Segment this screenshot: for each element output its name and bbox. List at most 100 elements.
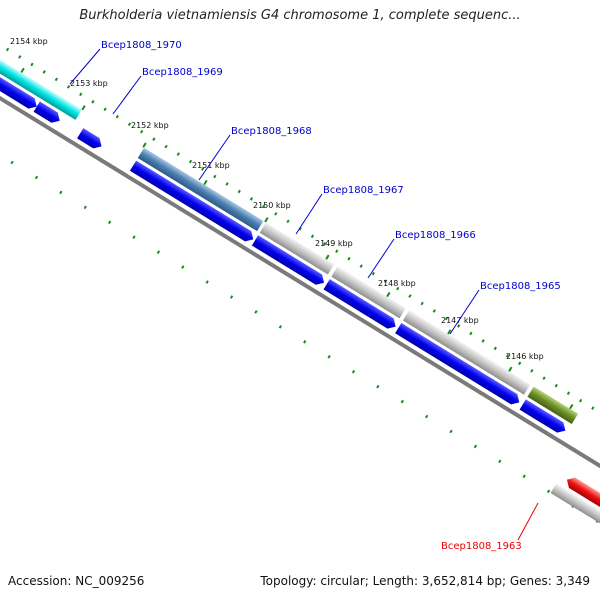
tick-mark-major — [81, 105, 86, 111]
tick-mark-top — [457, 324, 461, 328]
cds-arrow-1965[interactable] — [395, 323, 522, 407]
tick-mark-top — [66, 85, 71, 89]
tick-mark-top — [91, 99, 95, 104]
tick-mark-top — [164, 144, 168, 149]
tick-mark-bottom — [522, 474, 526, 479]
tick-mark-top — [566, 391, 571, 395]
tick-mark-top — [115, 114, 119, 119]
tick-mark-top — [54, 77, 58, 82]
gene-label-1963[interactable]: Bcep1808_1963 — [441, 541, 522, 552]
tick-mark-top — [103, 107, 107, 112]
tick-mark-top — [225, 182, 229, 186]
tick-mark-top — [518, 361, 522, 366]
chromosome-backbone — [0, 73, 600, 474]
scale-label-overlay: 2154 kbp 2153 kbp 2152 kbp 2151 kbp 2150… — [10, 37, 544, 361]
tick-mark-top — [127, 122, 132, 127]
cds-arrow-1968[interactable] — [129, 160, 256, 245]
tick-mark-top — [30, 62, 34, 67]
tick-mark-top — [152, 137, 156, 141]
tick-mark-top — [176, 152, 180, 156]
tick-mark-bottom — [376, 384, 380, 389]
tick-row-bottom — [10, 160, 599, 523]
accession-text: Accession: NC_009256 — [8, 574, 145, 588]
map-title: Burkholderia vietnamiensis G4 chromosome… — [79, 8, 521, 23]
tick-mark-bottom — [229, 295, 234, 299]
feature-bar-1968[interactable] — [137, 147, 264, 232]
tick-mark-major — [569, 403, 574, 410]
tick-mark-top — [383, 279, 388, 283]
feature-bar-1967[interactable] — [259, 222, 335, 275]
tick-mark-top — [493, 346, 497, 351]
leader-line-1963 — [517, 502, 539, 541]
feature-bar-1965[interactable] — [402, 310, 531, 395]
tick-mark-bottom — [156, 250, 161, 254]
gene-label-1970[interactable]: Bcep1808_1970 — [101, 40, 182, 51]
tick-mark-top — [188, 159, 193, 164]
gene-label-1965[interactable]: Bcep1808_1965 — [480, 281, 561, 292]
tick-row-top — [5, 47, 595, 410]
scale-label-2154: 2154 kbp — [10, 37, 48, 46]
tick-mark-bottom — [34, 175, 39, 180]
tick-mark-bottom — [498, 459, 502, 464]
gene-label-1966[interactable]: Bcep1808_1966 — [395, 230, 476, 241]
gene-label-1967[interactable]: Bcep1808_1967 — [323, 185, 404, 196]
tick-mark-top — [579, 398, 583, 403]
gene-label-1969[interactable]: Bcep1808_1969 — [142, 67, 223, 78]
tick-mark-top — [18, 55, 22, 59]
tick-mark-top — [505, 354, 510, 358]
feature-bar-1970[interactable] — [0, 57, 82, 120]
cds-arrow-row — [0, 70, 569, 435]
tick-mark-major — [142, 142, 147, 148]
scale-label-2152: 2152 kbp — [131, 121, 169, 130]
scale-label-2150: 2150 kbp — [253, 201, 291, 210]
tick-mark-bottom — [449, 429, 453, 434]
tick-mark-major — [20, 67, 25, 74]
tick-mark-top — [5, 47, 10, 52]
cds-arrow-1964[interactable] — [519, 399, 569, 435]
tick-mark-top — [274, 212, 278, 216]
tick-mark-top — [237, 189, 241, 194]
tick-mark-major — [325, 254, 330, 260]
leader-line-1965 — [449, 289, 480, 335]
scale-label-2146: 2146 kbp — [506, 352, 544, 361]
tick-mark-bottom — [10, 160, 14, 165]
tick-mark-major — [508, 366, 513, 372]
tick-mark-top — [481, 339, 485, 343]
tick-mark-top — [408, 294, 412, 298]
tick-mark-bottom — [205, 280, 209, 284]
tick-mark-bottom — [108, 220, 112, 225]
cds-arrow-1970a[interactable] — [0, 70, 40, 112]
scale-label-2147: 2147 kbp — [441, 316, 479, 325]
cds-arrow-1970b[interactable] — [33, 101, 63, 126]
tick-mark-top — [201, 167, 205, 171]
gene-label-overlay: Bcep1808_1970 Bcep1808_1969 Bcep1808_196… — [69, 40, 561, 552]
tick-mark-top — [371, 271, 376, 276]
tick-mark-top — [591, 406, 595, 410]
cds-arrow-1969[interactable] — [77, 128, 105, 151]
cds-arrow-1967[interactable] — [251, 235, 327, 288]
cds-arrow-1966[interactable] — [323, 279, 398, 332]
leader-line-1969 — [112, 75, 142, 115]
feature-bar-1966[interactable] — [331, 266, 406, 319]
gene-label-1968[interactable]: Bcep1808_1968 — [231, 126, 312, 137]
tick-mark-top — [335, 249, 339, 254]
tick-mark-bottom — [425, 414, 429, 419]
tick-mark-bottom — [351, 369, 356, 374]
feature-arrow-1963[interactable] — [564, 475, 600, 518]
tick-mark-bottom — [181, 265, 185, 269]
feature-bar-1964[interactable] — [527, 386, 579, 424]
scale-label-2149: 2149 kbp — [315, 239, 353, 248]
tick-mark-bottom — [327, 354, 331, 359]
scale-label-2153: 2153 kbp — [70, 79, 108, 88]
tick-mark-top — [140, 129, 144, 134]
tick-row-middle — [20, 67, 574, 410]
scale-label-2151: 2151 kbp — [192, 161, 230, 170]
tick-mark-major — [203, 179, 208, 186]
tick-mark-bottom — [132, 235, 136, 240]
tick-mark-top — [396, 286, 400, 291]
leader-line-1966 — [367, 238, 395, 279]
tick-mark-bottom — [473, 444, 478, 449]
tick-mark-top — [286, 219, 290, 224]
